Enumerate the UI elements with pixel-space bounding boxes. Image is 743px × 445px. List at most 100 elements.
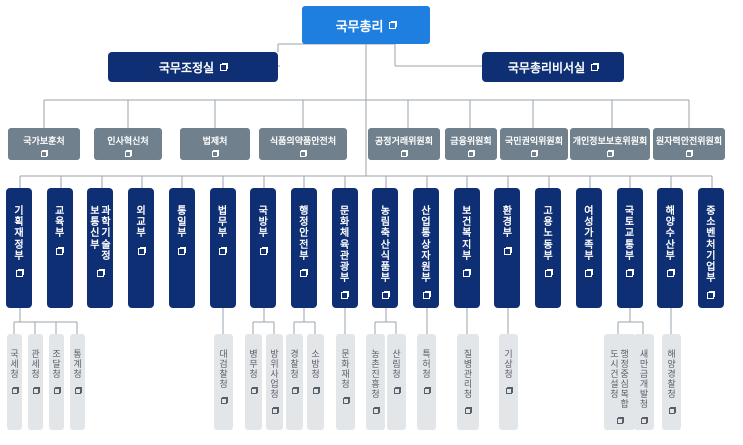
- external-link-icon: [341, 291, 350, 300]
- level2-label: 국무총리비서실: [507, 60, 586, 75]
- external-link-icon: [468, 149, 475, 157]
- agency-box[interactable]: 국민권익위원회: [500, 128, 568, 160]
- external-link-icon: [312, 387, 320, 395]
- external-link-icon: [666, 268, 675, 277]
- external-link-icon: [15, 268, 24, 277]
- agency-box[interactable]: 개인정보보호위원회: [570, 128, 650, 160]
- level2-label: 국무조정실: [158, 60, 215, 75]
- agency-label: 인사혁신처: [107, 136, 149, 147]
- agency-box[interactable]: 인사혁신처: [94, 128, 162, 160]
- external-link-icon: [41, 149, 48, 157]
- external-link-icon: [96, 268, 105, 277]
- agency-box[interactable]: 식품의약품안전처: [259, 128, 347, 160]
- external-link-icon: [220, 397, 228, 405]
- agency-box[interactable]: 국가보훈처: [8, 128, 80, 160]
- prime-minister-secretariat-box[interactable]: 국무총리비서실: [482, 52, 624, 82]
- agency-box[interactable]: 공정거래위원회: [368, 128, 440, 160]
- agency-label: 식품의약품안전처: [269, 136, 337, 147]
- external-link-icon: [616, 417, 624, 425]
- external-link-icon: [137, 246, 146, 255]
- agency-label: 원자력안전위원회: [655, 136, 723, 147]
- prime-minister-label: 국무총리: [335, 19, 384, 35]
- external-link-icon: [219, 246, 227, 255]
- external-link-icon: [465, 407, 472, 415]
- external-link-icon: [607, 149, 614, 157]
- external-link-icon: [250, 387, 258, 395]
- agency-label: 공정거래위원회: [375, 136, 433, 147]
- agency-box[interactable]: 법제처: [180, 128, 250, 160]
- external-link-icon: [505, 387, 513, 395]
- external-link-icon: [401, 149, 408, 157]
- external-link-icon: [300, 268, 309, 277]
- office-government-policy-coordination-box[interactable]: 국무조정실: [108, 52, 278, 82]
- external-link-icon: [668, 407, 676, 415]
- agency-box[interactable]: 금융위원회: [445, 128, 497, 160]
- external-link-icon: [641, 417, 648, 425]
- external-link-icon: [178, 246, 187, 255]
- external-link-icon: [544, 268, 553, 277]
- external-link-icon: [707, 291, 716, 300]
- external-link-icon: [381, 291, 390, 300]
- prime-minister-box[interactable]: 국무총리: [302, 6, 430, 44]
- external-link-icon: [56, 246, 65, 255]
- agency-box[interactable]: 원자력안전위원회: [653, 128, 725, 160]
